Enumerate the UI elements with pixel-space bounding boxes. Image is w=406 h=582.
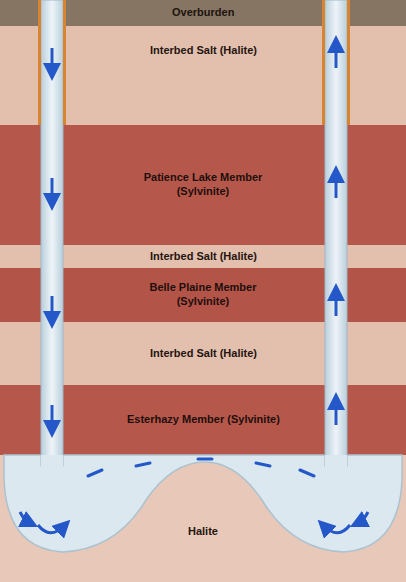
flow-dash bbox=[88, 459, 314, 476]
recovery-well bbox=[325, 0, 347, 466]
layer-label: Patience Lake Member (Sylvinite) bbox=[123, 171, 283, 199]
layer-label: Esterhazy Member (Sylvinite) bbox=[127, 413, 280, 427]
layer-label: Overburden bbox=[172, 6, 234, 20]
injection-well bbox=[41, 0, 63, 466]
brine-cavity bbox=[4, 455, 402, 552]
flow-arrow bbox=[20, 44, 368, 533]
well-casing bbox=[38, 0, 350, 125]
layer-label: Belle Plaine Member (Sylvinite) bbox=[123, 281, 283, 309]
layer-label: Halite bbox=[188, 525, 218, 539]
layer-label: Interbed Salt (Halite) bbox=[150, 44, 257, 58]
layer-label: Interbed Salt (Halite) bbox=[150, 250, 257, 264]
layer-label: Interbed Salt (Halite) bbox=[150, 347, 257, 361]
